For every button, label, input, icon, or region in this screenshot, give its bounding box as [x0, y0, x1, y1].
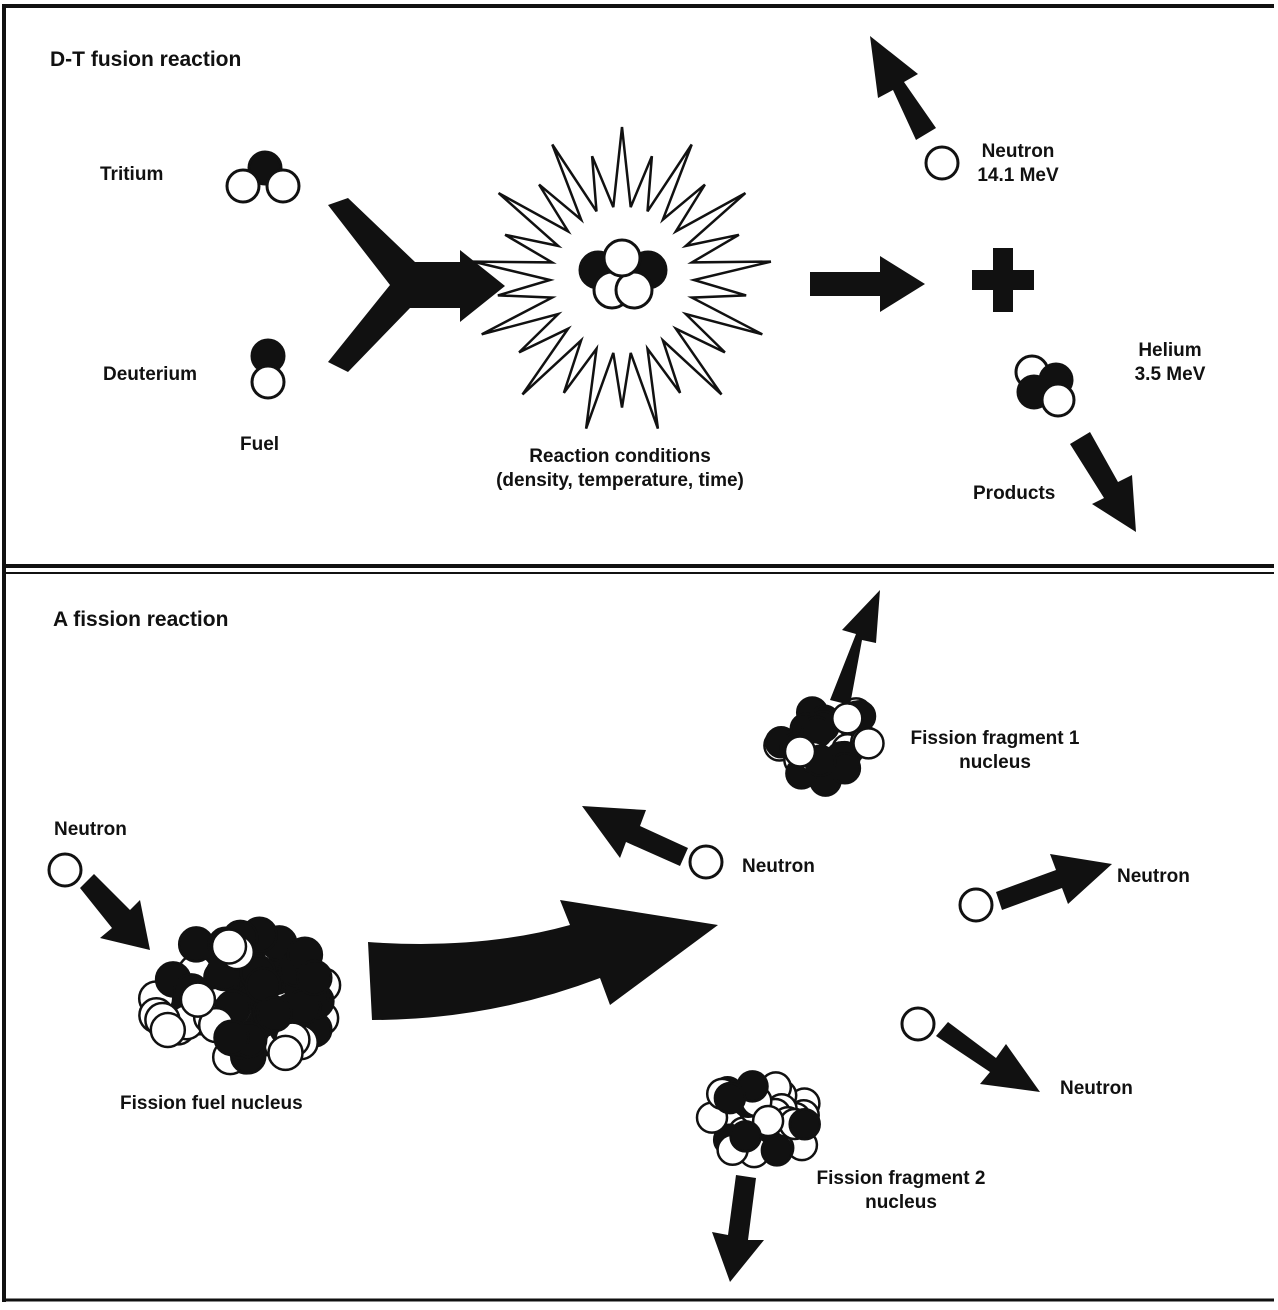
- fragment-2-label: Fission fragment 2 nucleus: [786, 1167, 1016, 1215]
- tritium-nucleus-icon: [225, 150, 301, 204]
- fission-fragment-1-icon: [763, 696, 885, 797]
- reaction-conditions-line1: Reaction conditions: [529, 446, 711, 467]
- fission-fuel-nucleus-icon: [137, 916, 342, 1076]
- neutron-b-icon: [958, 887, 994, 923]
- helium-nucleus-icon: [1014, 354, 1076, 418]
- fission-split-arrow-icon: [368, 900, 718, 1020]
- fusion-neutron-energy: 14.1 MeV: [977, 165, 1059, 186]
- fusion-neutron-name: Neutron: [981, 141, 1055, 162]
- compound-nucleus-icon: [578, 238, 668, 310]
- incoming-neutron-arrow-icon: [80, 874, 150, 950]
- frame: [2, 4, 1274, 1302]
- products-label: Products: [973, 483, 1056, 504]
- fragment-2-line1: Fission fragment 2: [816, 1168, 986, 1189]
- neutron-a-icon: [688, 844, 724, 880]
- fragment-2-line2: nucleus: [865, 1192, 937, 1213]
- fusion-neutron-icon: [924, 145, 960, 181]
- neutron-escape-arrow-icon: [870, 36, 936, 140]
- neutron-b-label: Neutron: [1117, 866, 1190, 887]
- fragment-2-arrow-icon: [712, 1175, 764, 1282]
- neutron-c-arrow-icon: [936, 1022, 1040, 1092]
- incoming-neutron-label: Neutron: [54, 819, 127, 840]
- helium-escape-arrow-icon: [1070, 432, 1136, 532]
- fragment-1-arrow-icon: [830, 590, 880, 705]
- plus-icon: [972, 248, 1034, 312]
- helium-energy: 3.5 MeV: [1134, 364, 1206, 385]
- reaction-conditions-line2: (density, temperature, time): [496, 470, 744, 491]
- neutron-c-label: Neutron: [1060, 1078, 1133, 1099]
- neutron-c-icon: [900, 1006, 936, 1042]
- deuterium-nucleus-icon: [250, 338, 286, 400]
- deuterium-label: Deuterium: [103, 364, 197, 385]
- neutron-a-label: Neutron: [742, 856, 815, 877]
- tritium-label: Tritium: [100, 164, 164, 185]
- reaction-conditions-label: Reaction conditions (density, temperatur…: [470, 445, 770, 493]
- fusion-neutron-label: Neutron 14.1 MeV: [968, 140, 1068, 188]
- merge-arrow-icon: [328, 198, 505, 372]
- neutron-b-arrow-icon: [996, 854, 1112, 910]
- fission-title: A fission reaction: [53, 608, 229, 631]
- to-products-arrow-icon: [810, 256, 925, 312]
- fuel-nucleus-label: Fission fuel nucleus: [120, 1093, 303, 1114]
- fusion-title: D-T fusion reaction: [50, 48, 242, 71]
- helium-label: Helium 3.5 MeV: [1120, 339, 1220, 387]
- incoming-neutron-icon: [47, 852, 83, 888]
- fission-fragment-2-icon: [695, 1070, 821, 1169]
- fragment-1-line1: Fission fragment 1: [910, 728, 1080, 749]
- fragment-1-line2: nucleus: [959, 752, 1031, 773]
- helium-name: Helium: [1138, 340, 1202, 361]
- fragment-1-label: Fission fragment 1 nucleus: [880, 727, 1110, 775]
- fuel-label: Fuel: [240, 434, 280, 455]
- neutron-a-arrow-icon: [582, 806, 688, 866]
